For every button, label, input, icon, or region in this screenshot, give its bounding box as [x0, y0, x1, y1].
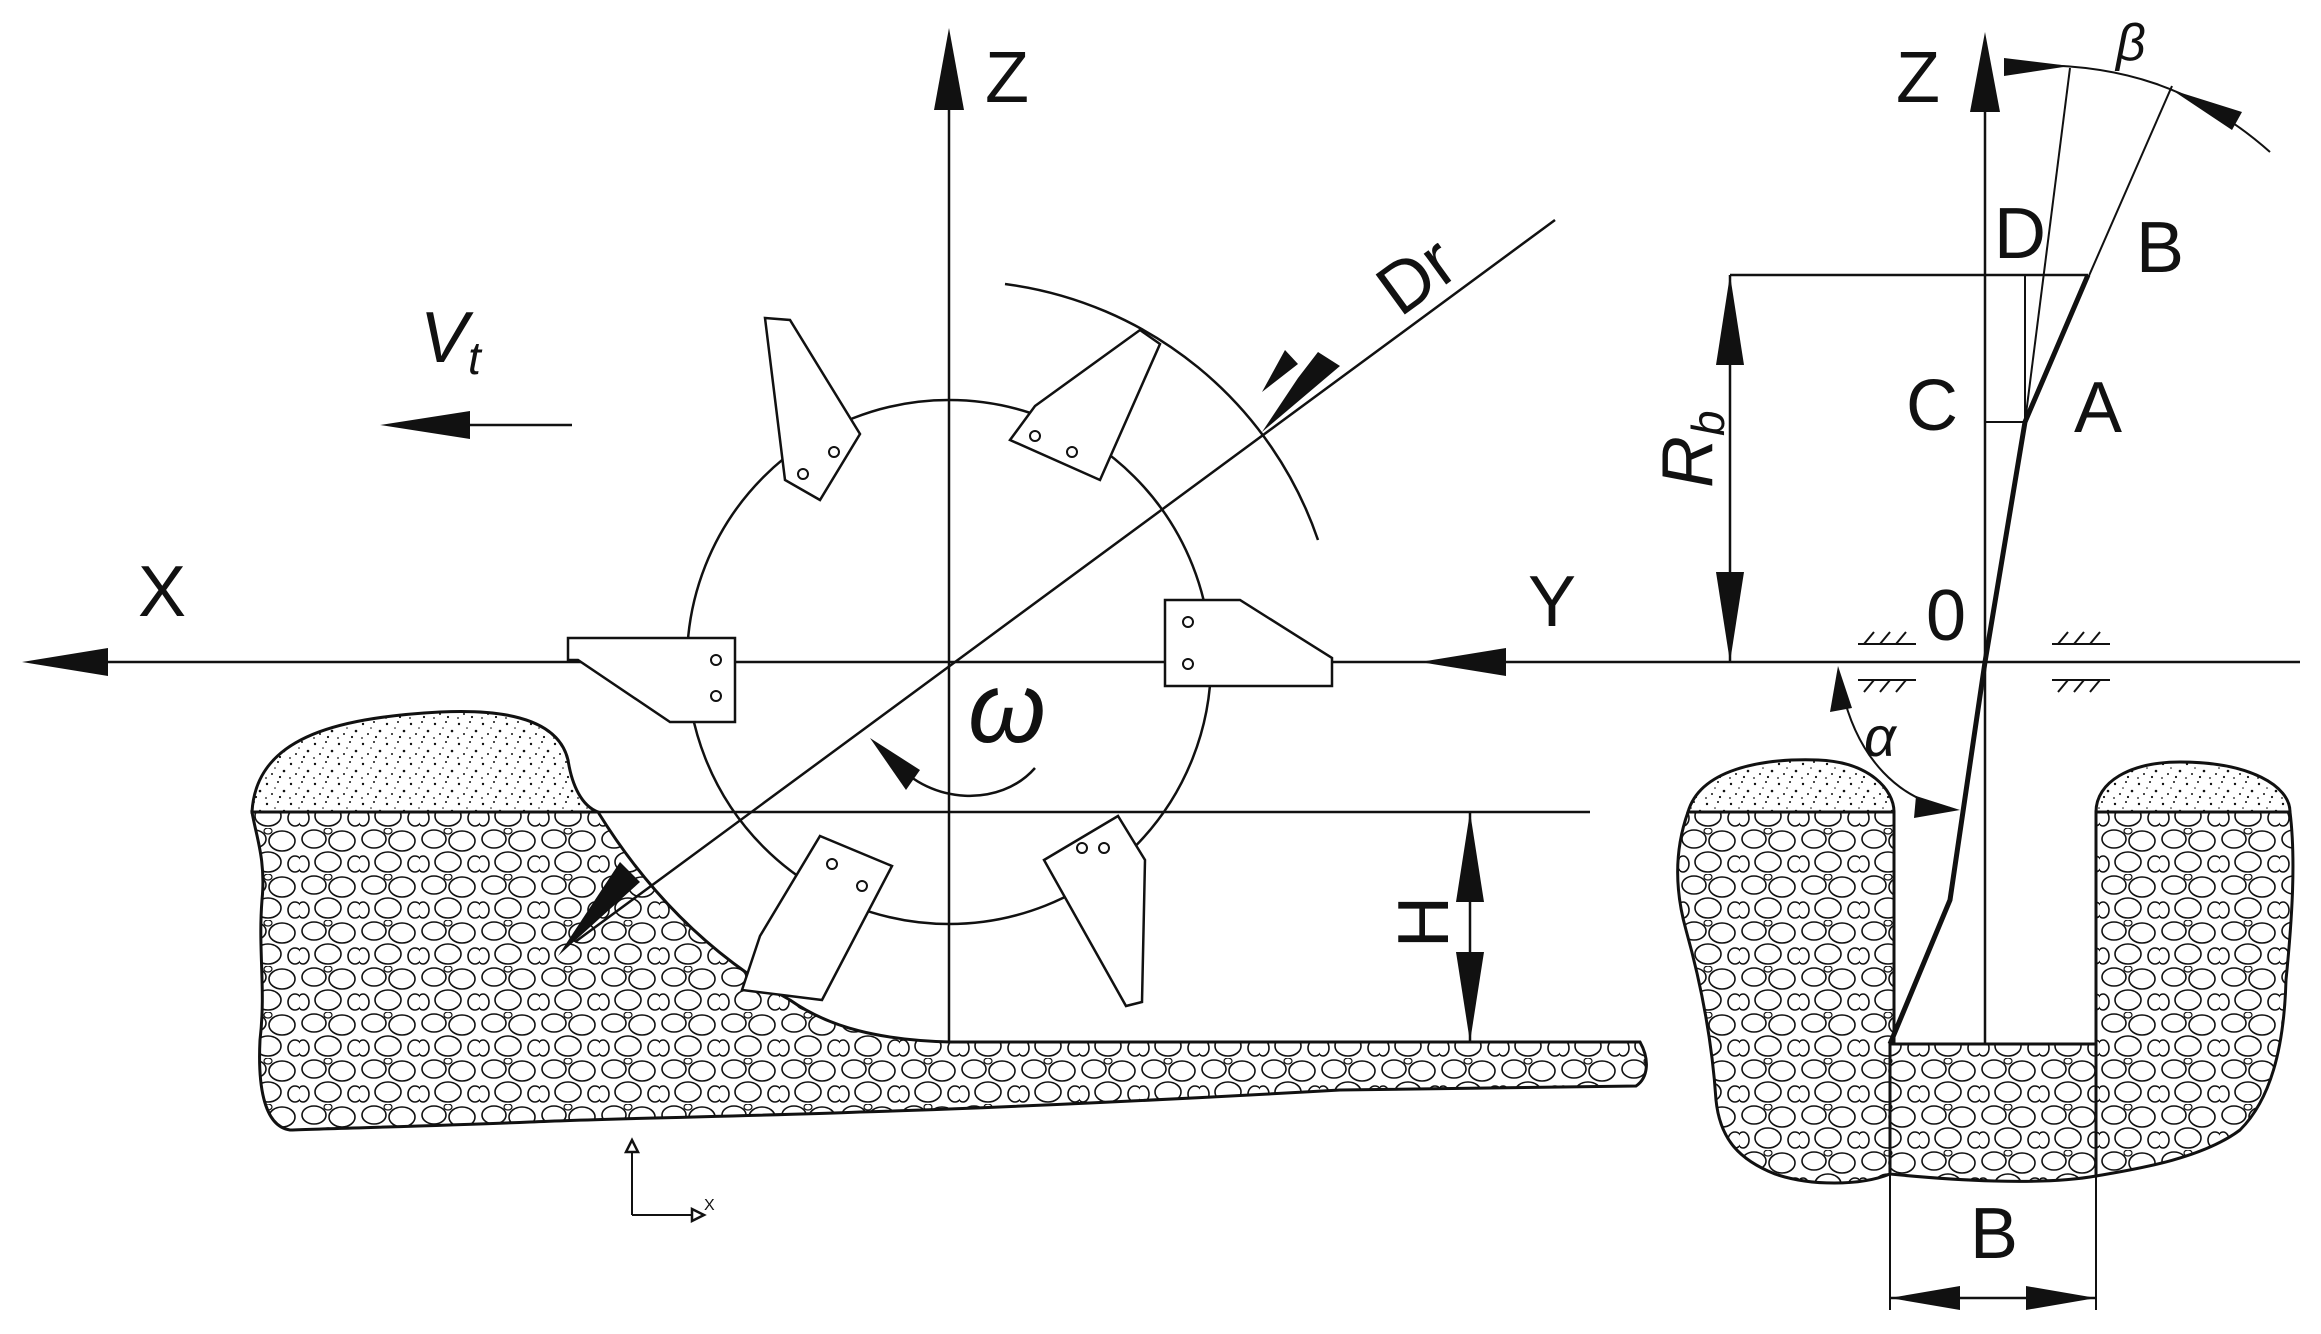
beta-arrow-right [2172, 90, 2242, 130]
label-point-c: C [1906, 366, 1958, 446]
x-axis-arrow [22, 648, 108, 676]
dr-diameter-line [574, 218, 1556, 944]
label-ucs-x: X [704, 1197, 715, 1214]
hinge-hatch-right [2052, 631, 2110, 693]
rb-arrow-top [1716, 275, 1744, 365]
label-beta: β [2114, 14, 2146, 72]
cutter-blade-profile [1887, 274, 2091, 1045]
b-arrow-left [1890, 1286, 1960, 1310]
dr-arrow-upper [1262, 350, 1298, 392]
z-axis-left-arrow [934, 28, 964, 110]
trench-soil-right [2094, 810, 2295, 1178]
label-point-d: D [1994, 194, 2046, 274]
dr-arrow-upper-head [1262, 352, 1340, 432]
rotation-arc [894, 761, 1036, 797]
label-width-b: B [1970, 1194, 2018, 1274]
beta-ray-inner [2024, 67, 2071, 423]
label-z-left: Z [985, 38, 1029, 118]
cutting-diameter-arc [1004, 282, 1320, 541]
label-point-a: A [2074, 368, 2122, 448]
label-origin: 0 [1926, 576, 1966, 656]
trench-pile-right [2094, 760, 2292, 814]
label-h: H [1384, 896, 1464, 948]
label-omega: ω [968, 652, 1046, 764]
y-axis-arrow [1420, 648, 1506, 676]
rb-arrow-bottom [1716, 572, 1744, 662]
trench-soil-left [1676, 810, 1896, 1185]
alpha-arrow-bottom [1914, 796, 1960, 818]
cutter-tooth-bottom-left [740, 834, 894, 1002]
rotation-arrow [870, 738, 920, 790]
label-z-right: Z [1896, 38, 1940, 118]
trench-soil-bottom [1888, 1042, 2098, 1183]
trench-pile-left [1686, 758, 1896, 814]
label-x-axis: X [138, 552, 186, 632]
beta-arrow-left [2004, 58, 2070, 76]
alpha-arrow-top [1830, 666, 1852, 712]
label-vt: Vt [420, 298, 483, 384]
cutter-tooth-right [1163, 598, 1334, 688]
label-rb: Rb [1648, 410, 1734, 488]
cutter-tooth-top-right [1008, 328, 1162, 482]
ucs-icon [623, 1137, 707, 1224]
b-arrow-right [2026, 1286, 2096, 1310]
vt-arrow-head [380, 411, 470, 439]
label-alpha: α [1864, 705, 1898, 768]
h-arrow-bottom [1456, 952, 1484, 1042]
cutter-tooth-left [566, 636, 737, 724]
dr-arrow-lower [558, 862, 640, 956]
hinge-hatch-left [1858, 631, 1916, 693]
label-dr: Dr [1362, 222, 1470, 331]
label-y-axis: Y [1528, 562, 1576, 642]
cutter-tooth-bottom-right [1042, 814, 1147, 1008]
z-axis-right-arrow [1970, 32, 2000, 112]
label-point-b-upper: B [2136, 208, 2184, 288]
cutter-tooth-top-left [763, 316, 862, 502]
excavated-soil-pile [250, 709, 599, 814]
h-arrow-top [1456, 812, 1484, 902]
